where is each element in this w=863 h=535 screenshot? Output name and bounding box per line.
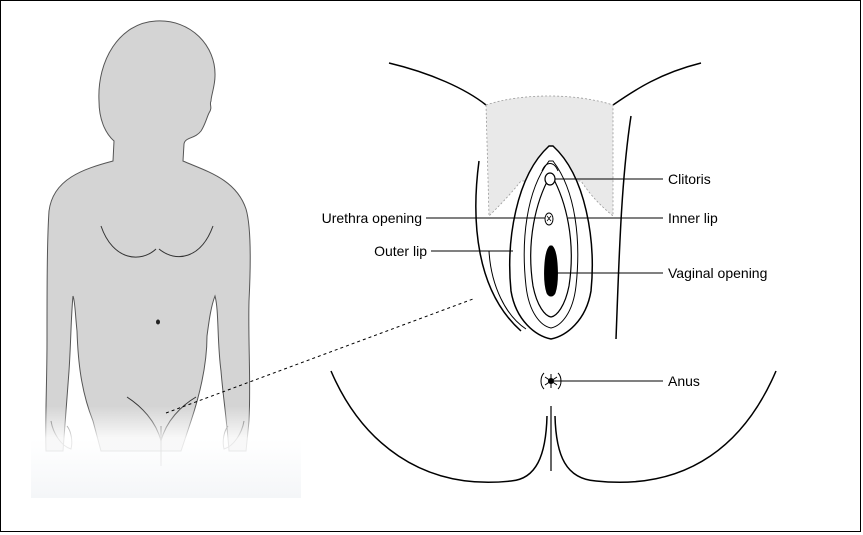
navel: [156, 320, 160, 325]
label-urethra-opening: Urethra opening: [322, 210, 422, 226]
vaginal-opening-shape: [545, 246, 558, 296]
label-anus: Anus: [668, 373, 700, 389]
label-clitoris: Clitoris: [668, 171, 711, 187]
label-outer-lip: Outer lip: [374, 243, 427, 259]
clitoris-shape: [545, 173, 555, 185]
label-vaginal-opening: Vaginal opening: [668, 265, 767, 281]
body-shape: [46, 21, 251, 451]
body-silhouette: [31, 21, 301, 498]
fade-overlay: [31, 406, 301, 498]
label-inner-lip: Inner lip: [668, 210, 718, 226]
zoom-connector-line: [166, 299, 473, 413]
